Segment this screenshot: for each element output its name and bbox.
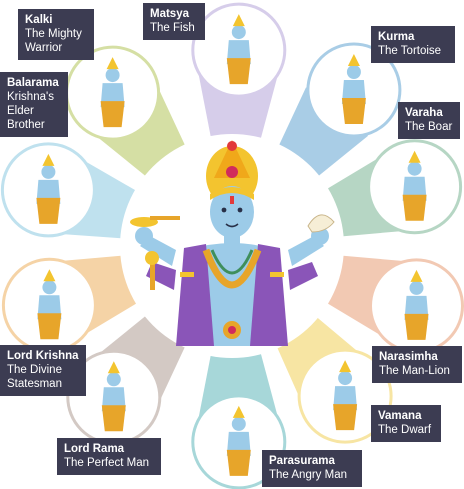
label-lord-rama-desc: The Perfect Man [64,457,150,469]
avatar-circle-narasimha [369,258,464,354]
label-lord-krishna-desc: The Divine Statesman [7,364,62,390]
avatar-circle-kurma [306,42,402,138]
label-varaha-name: Varaha [405,107,443,119]
label-narasimha: Narasimha The Man-Lion [372,346,462,383]
avatar-circle-vamana [297,348,393,444]
label-parasurama-desc: The Angry Man [269,469,347,481]
label-narasimha-name: Narasimha [379,351,438,363]
label-kurma: Kurma The Tortoise [371,26,455,63]
label-lord-rama-name: Lord Rama [64,443,125,455]
vishnu-illustration [120,134,344,358]
label-varaha: Varaha The Boar [398,102,460,139]
avatar-circle-lord-krishna [1,257,97,353]
label-matsya: Matsya The Fish [143,3,205,40]
label-kurma-desc: The Tortoise [378,45,442,57]
avatar-circle-matsya [191,2,287,98]
label-balarama-name: Balarama [7,77,59,89]
avatar-circle-varaha [367,139,463,235]
label-vamana-desc: The Dwarf [378,424,432,436]
label-kalki-name: Kalki [25,14,53,26]
label-vamana-name: Vamana [378,410,422,422]
label-narasimha-desc: The Man-Lion [379,365,450,377]
label-lord-krishna-name: Lord Krishna [7,350,79,362]
label-vamana: Vamana The Dwarf [371,405,441,442]
label-lord-krishna: Lord Krishna The Divine Statesman [0,345,86,396]
avatar-circle-balarama [0,142,96,238]
label-kalki: Kalki The Mighty Warrior [18,9,94,60]
label-varaha-desc: The Boar [405,121,453,133]
label-balarama: Balarama Krishna's Elder Brother [0,72,68,137]
label-parasurama-name: Parasurama [269,455,335,467]
label-matsya-desc: The Fish [150,22,195,34]
label-lord-rama: Lord Rama The Perfect Man [57,438,161,475]
label-kurma-name: Kurma [378,31,415,43]
avatar-circle-kalki [65,45,161,141]
label-balarama-desc: Krishna's Elder Brother [7,91,54,131]
label-parasurama: Parasurama The Angry Man [262,450,362,487]
avatar-circle-parasurama [191,394,287,489]
label-matsya-name: Matsya [150,8,189,20]
label-kalki-desc: The Mighty Warrior [25,28,82,54]
